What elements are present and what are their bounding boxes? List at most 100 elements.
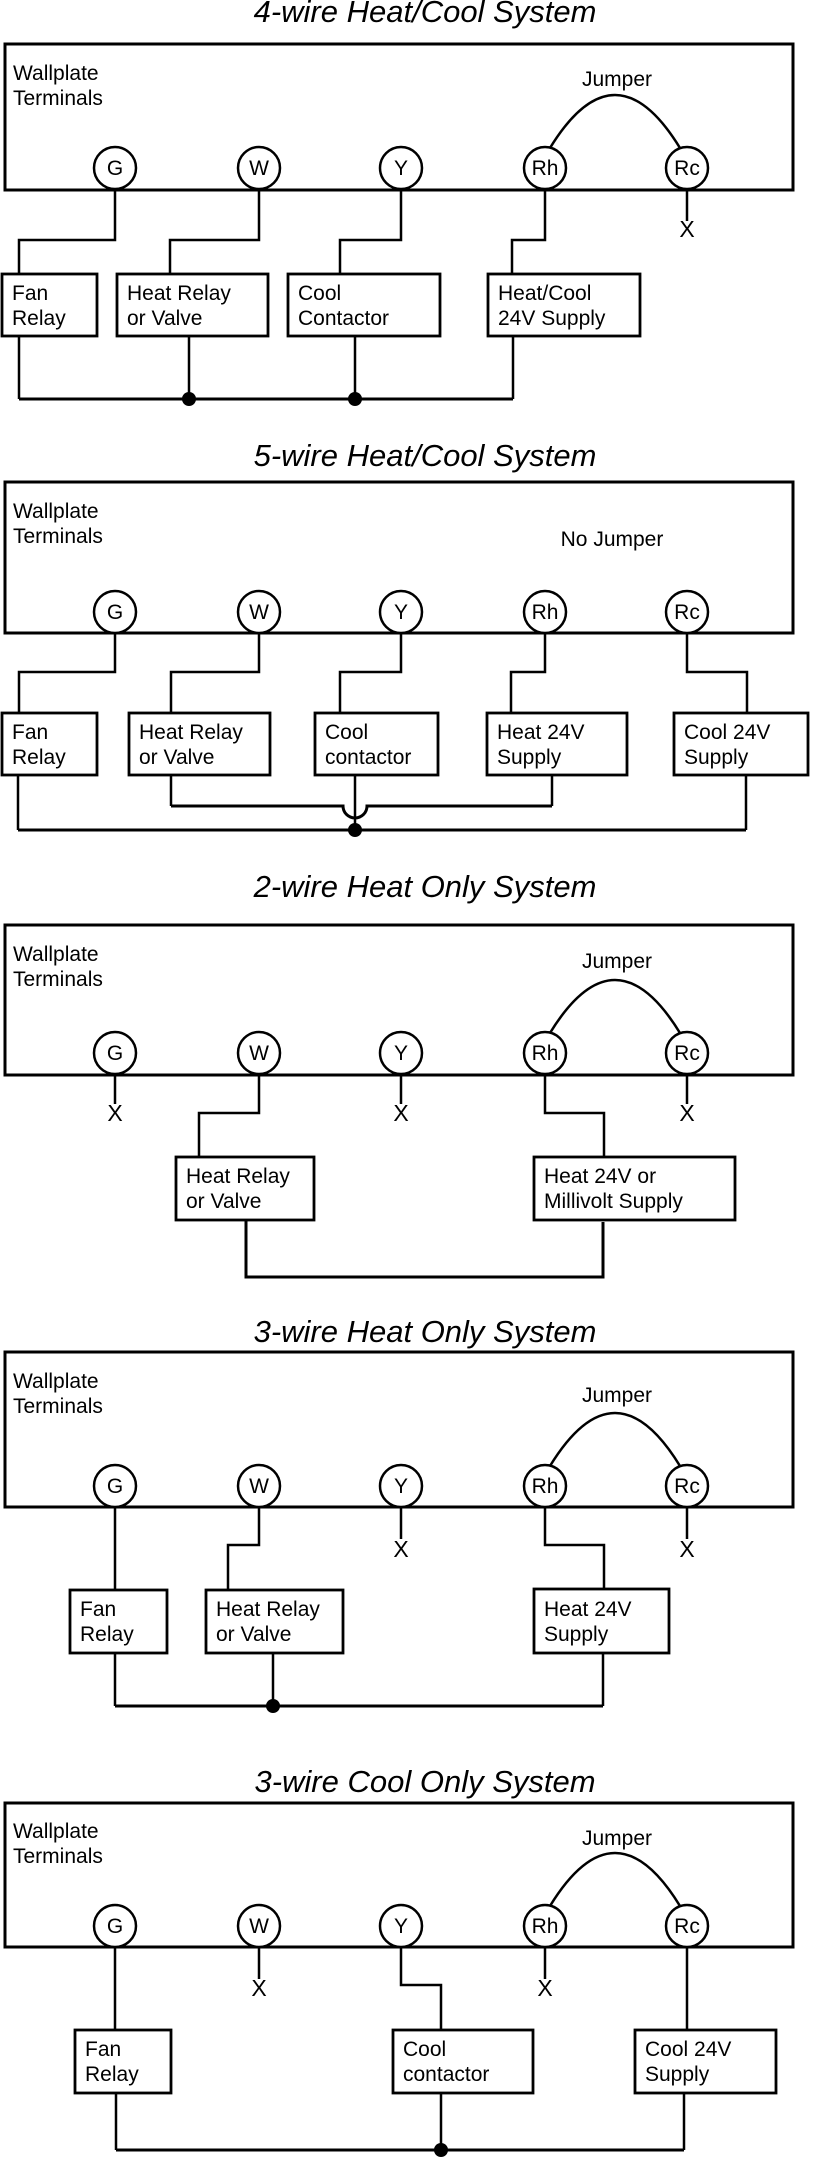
- terminal-y: [378, 1030, 424, 1076]
- terminal-rh: [522, 1903, 568, 1949]
- wallplate-label-line2: Terminals: [13, 968, 103, 991]
- diagram-4-wire-heat-cool: 4-wire Heat/Cool System Wallplate Termin…: [0, 0, 795, 406]
- terminal-g-label: G: [107, 601, 123, 624]
- terminal-y: [378, 1463, 424, 1509]
- wire-w-to-heat-relay: [197, 1075, 261, 1157]
- box-heat-relay-line2: or Valve: [127, 307, 202, 330]
- common-wire-loop: [244, 1220, 605, 1279]
- box-cool-24v-supply-line1: Cool 24V: [645, 2038, 731, 2061]
- terminal-g-label: G: [107, 157, 123, 180]
- wallplate-label-line1: Wallplate: [13, 500, 99, 523]
- box-heat-relay-line2: or Valve: [139, 746, 214, 769]
- terminal-y-label: Y: [394, 1042, 408, 1065]
- x-mark-rc: X: [679, 1536, 694, 1562]
- box-fan-relay-line2: Relay: [12, 746, 66, 769]
- junction-dot-icon: [266, 1699, 280, 1713]
- wallplate-label-line2: Terminals: [13, 525, 103, 548]
- diagram-5-wire-heat-cool: 5-wire Heat/Cool System Wallplate Termin…: [0, 438, 810, 837]
- x-mark-g: X: [107, 1100, 122, 1126]
- diagram-title: 3-wire Cool Only System: [254, 1764, 595, 1799]
- junction-dot-icon: [182, 392, 196, 406]
- box-heat-relay-line1: Heat Relay: [127, 282, 231, 305]
- box-cool-contactor: [286, 272, 442, 338]
- jumper-wire: [548, 1411, 682, 1467]
- box-heat-24v-supply-line1: Heat 24V: [544, 1598, 632, 1621]
- terminal-w: [236, 589, 282, 635]
- box-heat-relay: [127, 711, 272, 777]
- diagram-3-wire-heat-only: 3-wire Heat Only System Wallplate Termin…: [3, 1314, 795, 1713]
- jumper-label: Jumper: [582, 950, 652, 973]
- terminal-g: [92, 1463, 138, 1509]
- terminal-rc-label: Rc: [674, 1915, 700, 1938]
- terminal-rh-label: Rh: [532, 157, 559, 180]
- wallplate-label-line2: Terminals: [13, 87, 103, 110]
- terminal-y-label: Y: [394, 601, 408, 624]
- wire-y-to-cool-contactor: [338, 633, 403, 713]
- wire-rh-to-supply: [543, 1075, 606, 1157]
- terminal-y: [378, 1903, 424, 1949]
- terminal-g-label: G: [107, 1915, 123, 1938]
- terminal-y: [378, 589, 424, 635]
- wire-y-to-cool-contactor: [399, 1947, 443, 2030]
- jumper-label: Jumper: [582, 68, 652, 91]
- jumper-wire: [548, 978, 682, 1034]
- terminal-rc-label: Rc: [674, 157, 700, 180]
- diagram-title: 5-wire Heat/Cool System: [254, 438, 597, 473]
- terminal-rh-label: Rh: [532, 1915, 559, 1938]
- wire-g-to-fan-relay: [17, 633, 117, 713]
- box-heat-relay-line1: Heat Relay: [139, 721, 243, 744]
- terminal-g-label: G: [107, 1042, 123, 1065]
- diagram-title: 2-wire Heat Only System: [253, 869, 597, 904]
- terminal-w-label: W: [249, 601, 269, 624]
- x-mark-rh: X: [537, 1975, 552, 2001]
- heat-circuit-rail-with-hop: [171, 804, 552, 820]
- terminal-w-label: W: [249, 1475, 269, 1498]
- box-fan-relay-line1: Fan: [12, 721, 48, 744]
- box-heat-relay-line1: Heat Relay: [216, 1598, 320, 1621]
- box-heat-cool-supply: [486, 272, 642, 338]
- terminal-g: [92, 1903, 138, 1949]
- box-heat-relay-line1: Heat Relay: [186, 1165, 290, 1188]
- no-jumper-label: No Jumper: [561, 528, 664, 551]
- terminal-rh-label: Rh: [532, 1475, 559, 1498]
- box-heat-24v-supply: [532, 1587, 671, 1655]
- box-cool-contactor: [313, 711, 440, 777]
- diagram-2-wire-heat-only: 2-wire Heat Only System Wallplate Termin…: [3, 869, 795, 1279]
- diagram-3-wire-cool-only: 3-wire Cool Only System Wallplate Termin…: [3, 1764, 795, 2157]
- terminal-rc: [664, 1903, 710, 1949]
- wallplate-label-line1: Wallplate: [13, 1820, 99, 1843]
- wire-y-to-cool-contactor: [338, 190, 403, 274]
- terminal-rc-label: Rc: [674, 1475, 700, 1498]
- box-heat-relay: [204, 1588, 345, 1655]
- jumper-label: Jumper: [582, 1827, 652, 1850]
- wire-w-to-heat-relay: [226, 1507, 261, 1590]
- box-heat-24v-supply-line1: Heat 24V: [497, 721, 585, 744]
- terminal-g: [92, 589, 138, 635]
- terminal-w-label: W: [249, 1042, 269, 1065]
- wallplate-label-line2: Terminals: [13, 1845, 103, 1868]
- terminal-rh: [522, 1463, 568, 1509]
- terminal-rc-label: Rc: [674, 1042, 700, 1065]
- x-mark-rc: X: [679, 216, 694, 242]
- terminal-g: [92, 145, 138, 191]
- terminal-rh-label: Rh: [532, 1042, 559, 1065]
- diagram-title: 4-wire Heat/Cool System: [254, 0, 597, 29]
- jumper-wire: [548, 93, 682, 149]
- box-cool-contactor-line1: Cool: [325, 721, 368, 744]
- box-fan-relay: [0, 272, 99, 338]
- box-fan-relay-line2: Relay: [85, 2063, 139, 2086]
- terminal-rc-label: Rc: [674, 601, 700, 624]
- x-mark-w: X: [251, 1975, 266, 2001]
- terminal-y-label: Y: [394, 157, 408, 180]
- wire-g-to-fan-relay: [17, 190, 117, 274]
- box-heat-relay-line2: or Valve: [186, 1190, 261, 1213]
- terminal-w: [236, 145, 282, 191]
- x-mark-rc: X: [679, 1100, 694, 1126]
- terminal-rc: [664, 1463, 710, 1509]
- box-heat-relay: [115, 272, 270, 338]
- box-heat-24v-supply-line2: Supply: [544, 1623, 609, 1646]
- terminal-w: [236, 1463, 282, 1509]
- box-cool-24v-supply-line2: Supply: [645, 2063, 710, 2086]
